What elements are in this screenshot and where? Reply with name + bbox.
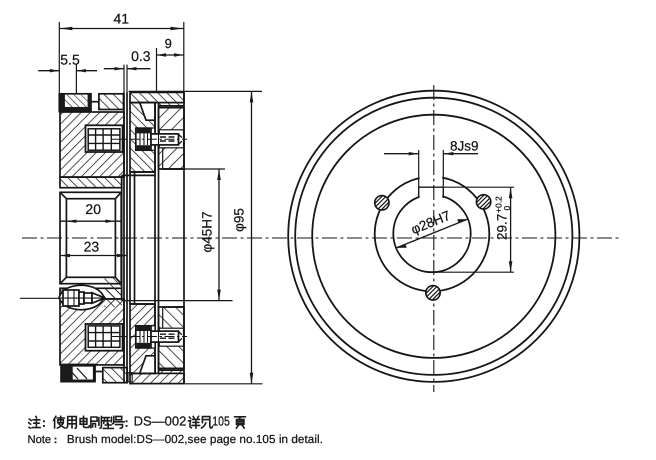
svg-text:φ45H7: φ45H7	[200, 211, 215, 252]
svg-text:20: 20	[85, 201, 101, 217]
svg-text:+0.2: +0.2	[494, 196, 504, 213]
svg-text:Note: Note	[28, 434, 52, 446]
svg-text:105: 105	[212, 414, 230, 429]
svg-text:23: 23	[84, 239, 100, 255]
svg-text:0.3: 0.3	[131, 48, 151, 64]
svg-text:DS—002: DS—002	[134, 414, 187, 429]
svg-text:5.5: 5.5	[60, 52, 80, 68]
svg-text:0: 0	[502, 206, 512, 211]
svg-text:29.7: 29.7	[495, 214, 510, 240]
svg-text:9: 9	[165, 36, 172, 51]
svg-text:Brush model:DS—002,see page no: Brush model:DS—002,see page no.105 in de…	[67, 433, 323, 446]
svg-text:φ95: φ95	[232, 208, 247, 232]
svg-text:8Js9: 8Js9	[450, 139, 479, 154]
svg-text:41: 41	[114, 11, 130, 27]
svg-text:φ28H7: φ28H7	[409, 208, 453, 237]
